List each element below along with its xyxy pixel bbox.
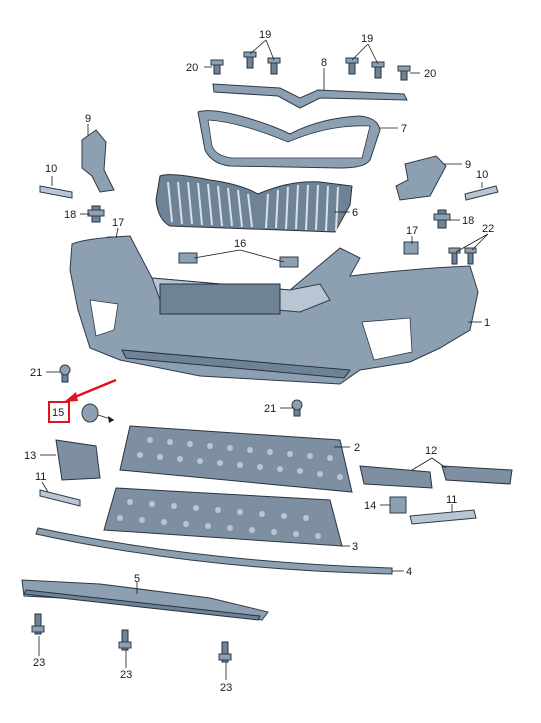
- part-22-bolt-a: [448, 247, 461, 265]
- part-10-left-strip: [39, 185, 73, 199]
- part-3-lower-mesh: [103, 487, 343, 547]
- callout-11-right: 11: [446, 494, 457, 506]
- callout-19-right: 19: [361, 33, 373, 45]
- callout-4: 4: [406, 566, 412, 578]
- part-10-right-strip: [464, 185, 499, 201]
- part-17-right-clip: [403, 241, 419, 255]
- bolt-19-left-b: [267, 57, 281, 75]
- callout-2: 2: [354, 442, 360, 454]
- part-22-bolt-b: [464, 247, 477, 265]
- bolt-19-left-a: [243, 51, 257, 69]
- callout-13: 13: [24, 450, 36, 462]
- part-12-insert-a: [359, 465, 433, 489]
- callout-14: 14: [364, 500, 376, 512]
- leader-lines: [38, 39, 489, 680]
- callout-17-left: 17: [112, 217, 124, 229]
- part-9-right-bracket: [395, 155, 447, 201]
- part-18-left-clip: [87, 205, 105, 223]
- part-23-bolt-c: [218, 641, 232, 663]
- callout-10-left: 10: [45, 163, 57, 175]
- part-16-clip-left: [178, 252, 198, 264]
- callout-20-left: 20: [186, 62, 198, 74]
- part-5-spoiler: [21, 579, 269, 621]
- part-23-bolt-b: [118, 629, 132, 651]
- part-4-lower-trim: [35, 527, 393, 575]
- bolt-19-right-b: [371, 61, 385, 79]
- callout-7: 7: [401, 123, 407, 135]
- callout-22: 22: [482, 223, 494, 235]
- part-2-lower-grille: [119, 425, 353, 493]
- part-8-upper-strip: [212, 83, 408, 109]
- callout-8: 8: [321, 57, 327, 69]
- callout-23-b: 23: [120, 669, 132, 681]
- callout-12: 12: [425, 445, 437, 457]
- part-21-bolt-center: [291, 399, 303, 417]
- part-23-bolt-a: [31, 613, 45, 635]
- part-11-right-strip: [409, 509, 477, 525]
- part-15-tow-cap: [81, 403, 115, 423]
- part-21-bolt-left: [59, 364, 71, 383]
- callout-21-left: 21: [30, 367, 42, 379]
- callout-18-left: 18: [64, 209, 76, 221]
- callout-9-right: 9: [465, 159, 471, 171]
- part-6-grille: [155, 174, 353, 233]
- callout-23-c: 23: [220, 682, 232, 694]
- callout-23-a: 23: [33, 657, 45, 669]
- callout-3: 3: [352, 541, 358, 553]
- callout-21-center: 21: [264, 403, 276, 415]
- callout-17-right: 17: [406, 225, 418, 237]
- bolt-20-left: [210, 59, 224, 75]
- part-18-right-clip: [433, 209, 451, 229]
- part-9-left-bracket: [81, 129, 115, 193]
- callout-11-left: 11: [35, 471, 46, 483]
- callout-18-right: 18: [462, 215, 474, 227]
- part-11-left-strip: [39, 489, 81, 507]
- callout-1: 1: [484, 317, 490, 329]
- part-13-left-insert: [55, 439, 101, 481]
- part-7-grille-frame: [197, 110, 381, 169]
- callout-19-left: 19: [259, 29, 271, 41]
- callout-labels: 1 2 3 4 5 6 7 8 9 9 10 10 11 11 12 13 14…: [24, 29, 494, 694]
- callout-10-right: 10: [476, 169, 488, 181]
- callout-9-left: 9: [85, 113, 91, 125]
- part-14-clip: [389, 496, 407, 514]
- part-16-clip-right: [279, 256, 299, 268]
- callout-16: 16: [234, 238, 246, 250]
- callout-5: 5: [134, 573, 140, 585]
- callout-15: 15: [52, 407, 64, 419]
- callout-6: 6: [352, 207, 358, 219]
- bolt-19-right-a: [345, 57, 359, 75]
- part-1-bumper-cover: [69, 235, 479, 385]
- highlight-callout-15: [48, 378, 117, 423]
- callout-20-right: 20: [424, 68, 436, 80]
- bolt-20-right: [397, 65, 411, 81]
- part-12-insert-b: [441, 465, 513, 485]
